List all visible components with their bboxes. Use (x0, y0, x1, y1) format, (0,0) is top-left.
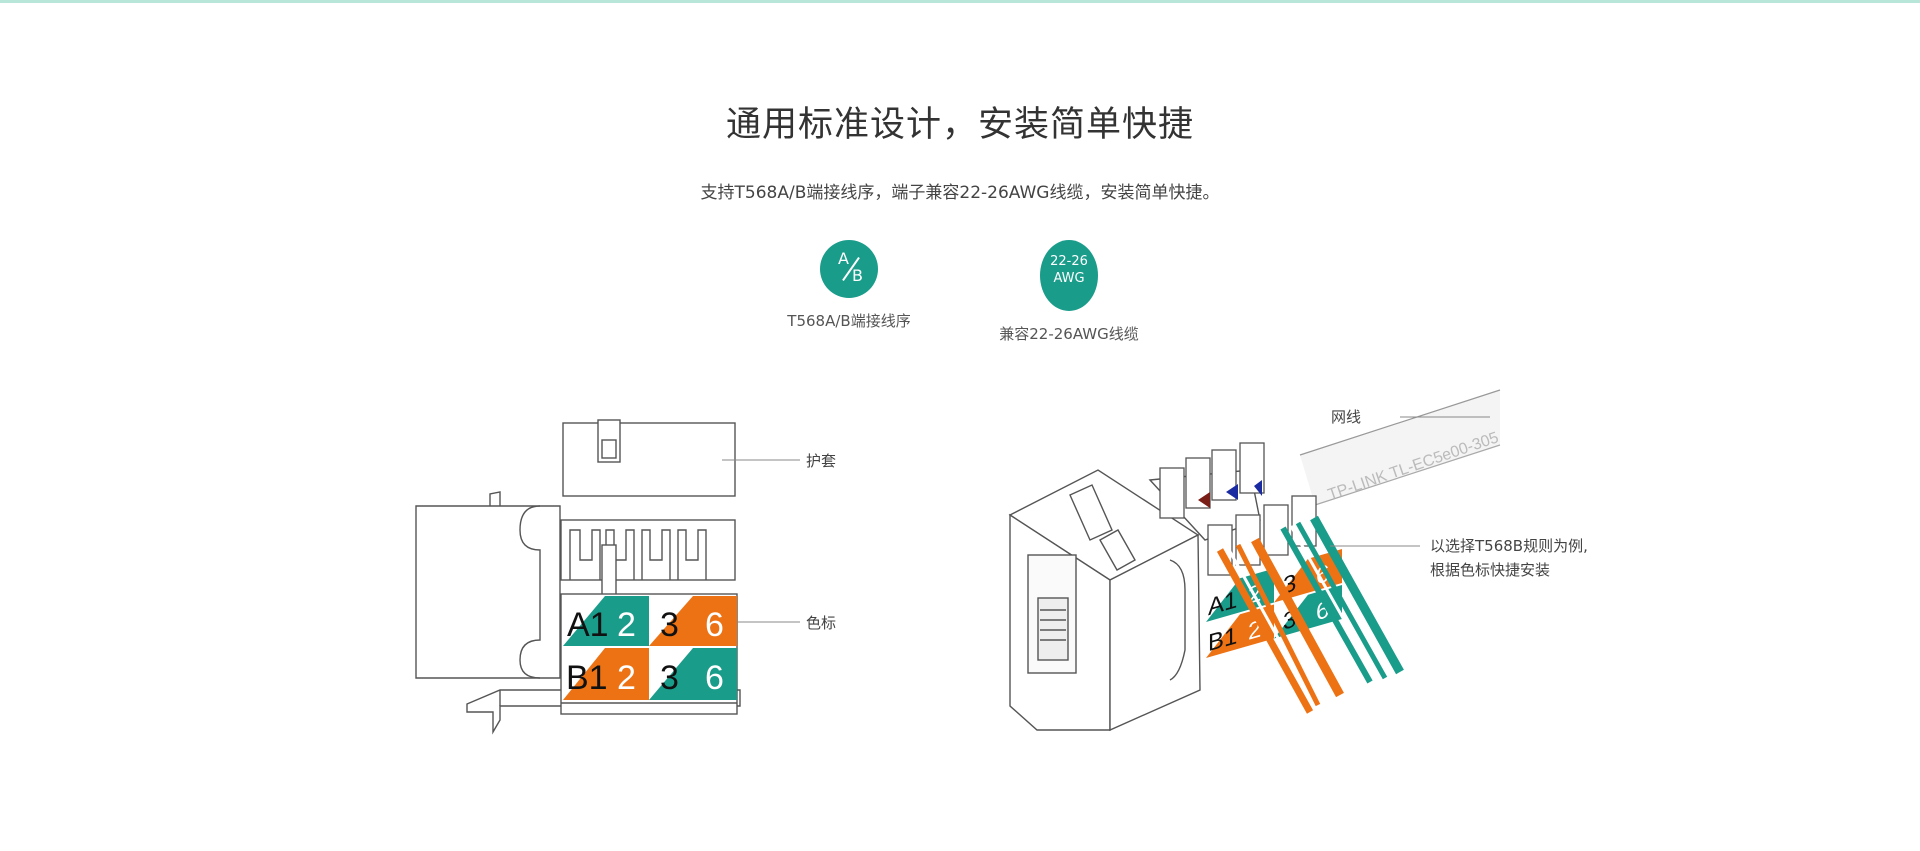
terminal-posts-right (1159, 442, 1265, 519)
awg-cable-icon: 22-26 AWG (1040, 240, 1098, 311)
page-title: 通用标准设计，安装简单快捷 (725, 105, 1194, 145)
left-label-a2: 2 (617, 606, 636, 644)
top-accent-rule (0, 0, 1920, 3)
left-label-a3: 3 (660, 606, 679, 644)
badge-letter-a: A (838, 249, 849, 268)
badge-letter-b: B (852, 266, 863, 285)
feature-label-awg: 兼容22-26AWG线缆 (999, 325, 1139, 343)
callout-network-cable: 网线 (1331, 408, 1361, 426)
right-label-a6: 6 (1316, 560, 1329, 590)
twisted-pair-wires (1216, 515, 1404, 714)
left-label-b2: 2 (617, 659, 636, 697)
left-label-b6: 6 (705, 659, 724, 697)
left-label-b1: B1 (566, 659, 608, 697)
callout-rule-line1: 以选择T568B规则为例, (1430, 537, 1588, 555)
callout-dust-cap: 护套 (806, 452, 836, 470)
feature-wiring-standard: A B T568A/B端接线序 (739, 240, 959, 331)
feature-label-wiring: T568A/B端接线序 (787, 312, 911, 330)
callout-color-code: 色标 (806, 614, 836, 632)
left-label-a6: 6 (705, 606, 724, 644)
left-color-code-grid: A1 2 3 6 B1 2 3 6 (563, 596, 737, 700)
ab-wiring-icon: A B (820, 240, 878, 298)
feature-awg-compat: 22-26 AWG 兼容22-26AWG线缆 (959, 240, 1179, 344)
dust-cap (562, 419, 736, 497)
badge-awg-line2: AWG (1053, 271, 1085, 286)
callout-rule-line2: 根据色标快捷安装 (1430, 561, 1550, 579)
left-label-b3: 3 (660, 659, 679, 697)
badge-awg-line1: 22-26 (1050, 254, 1088, 269)
page-subtitle: 支持T568A/B端接线序，端子兼容22-26AWG线缆，安装简单快捷。 (700, 183, 1220, 203)
terminal-comb (560, 519, 736, 596)
left-label-a1: A1 (567, 606, 609, 644)
